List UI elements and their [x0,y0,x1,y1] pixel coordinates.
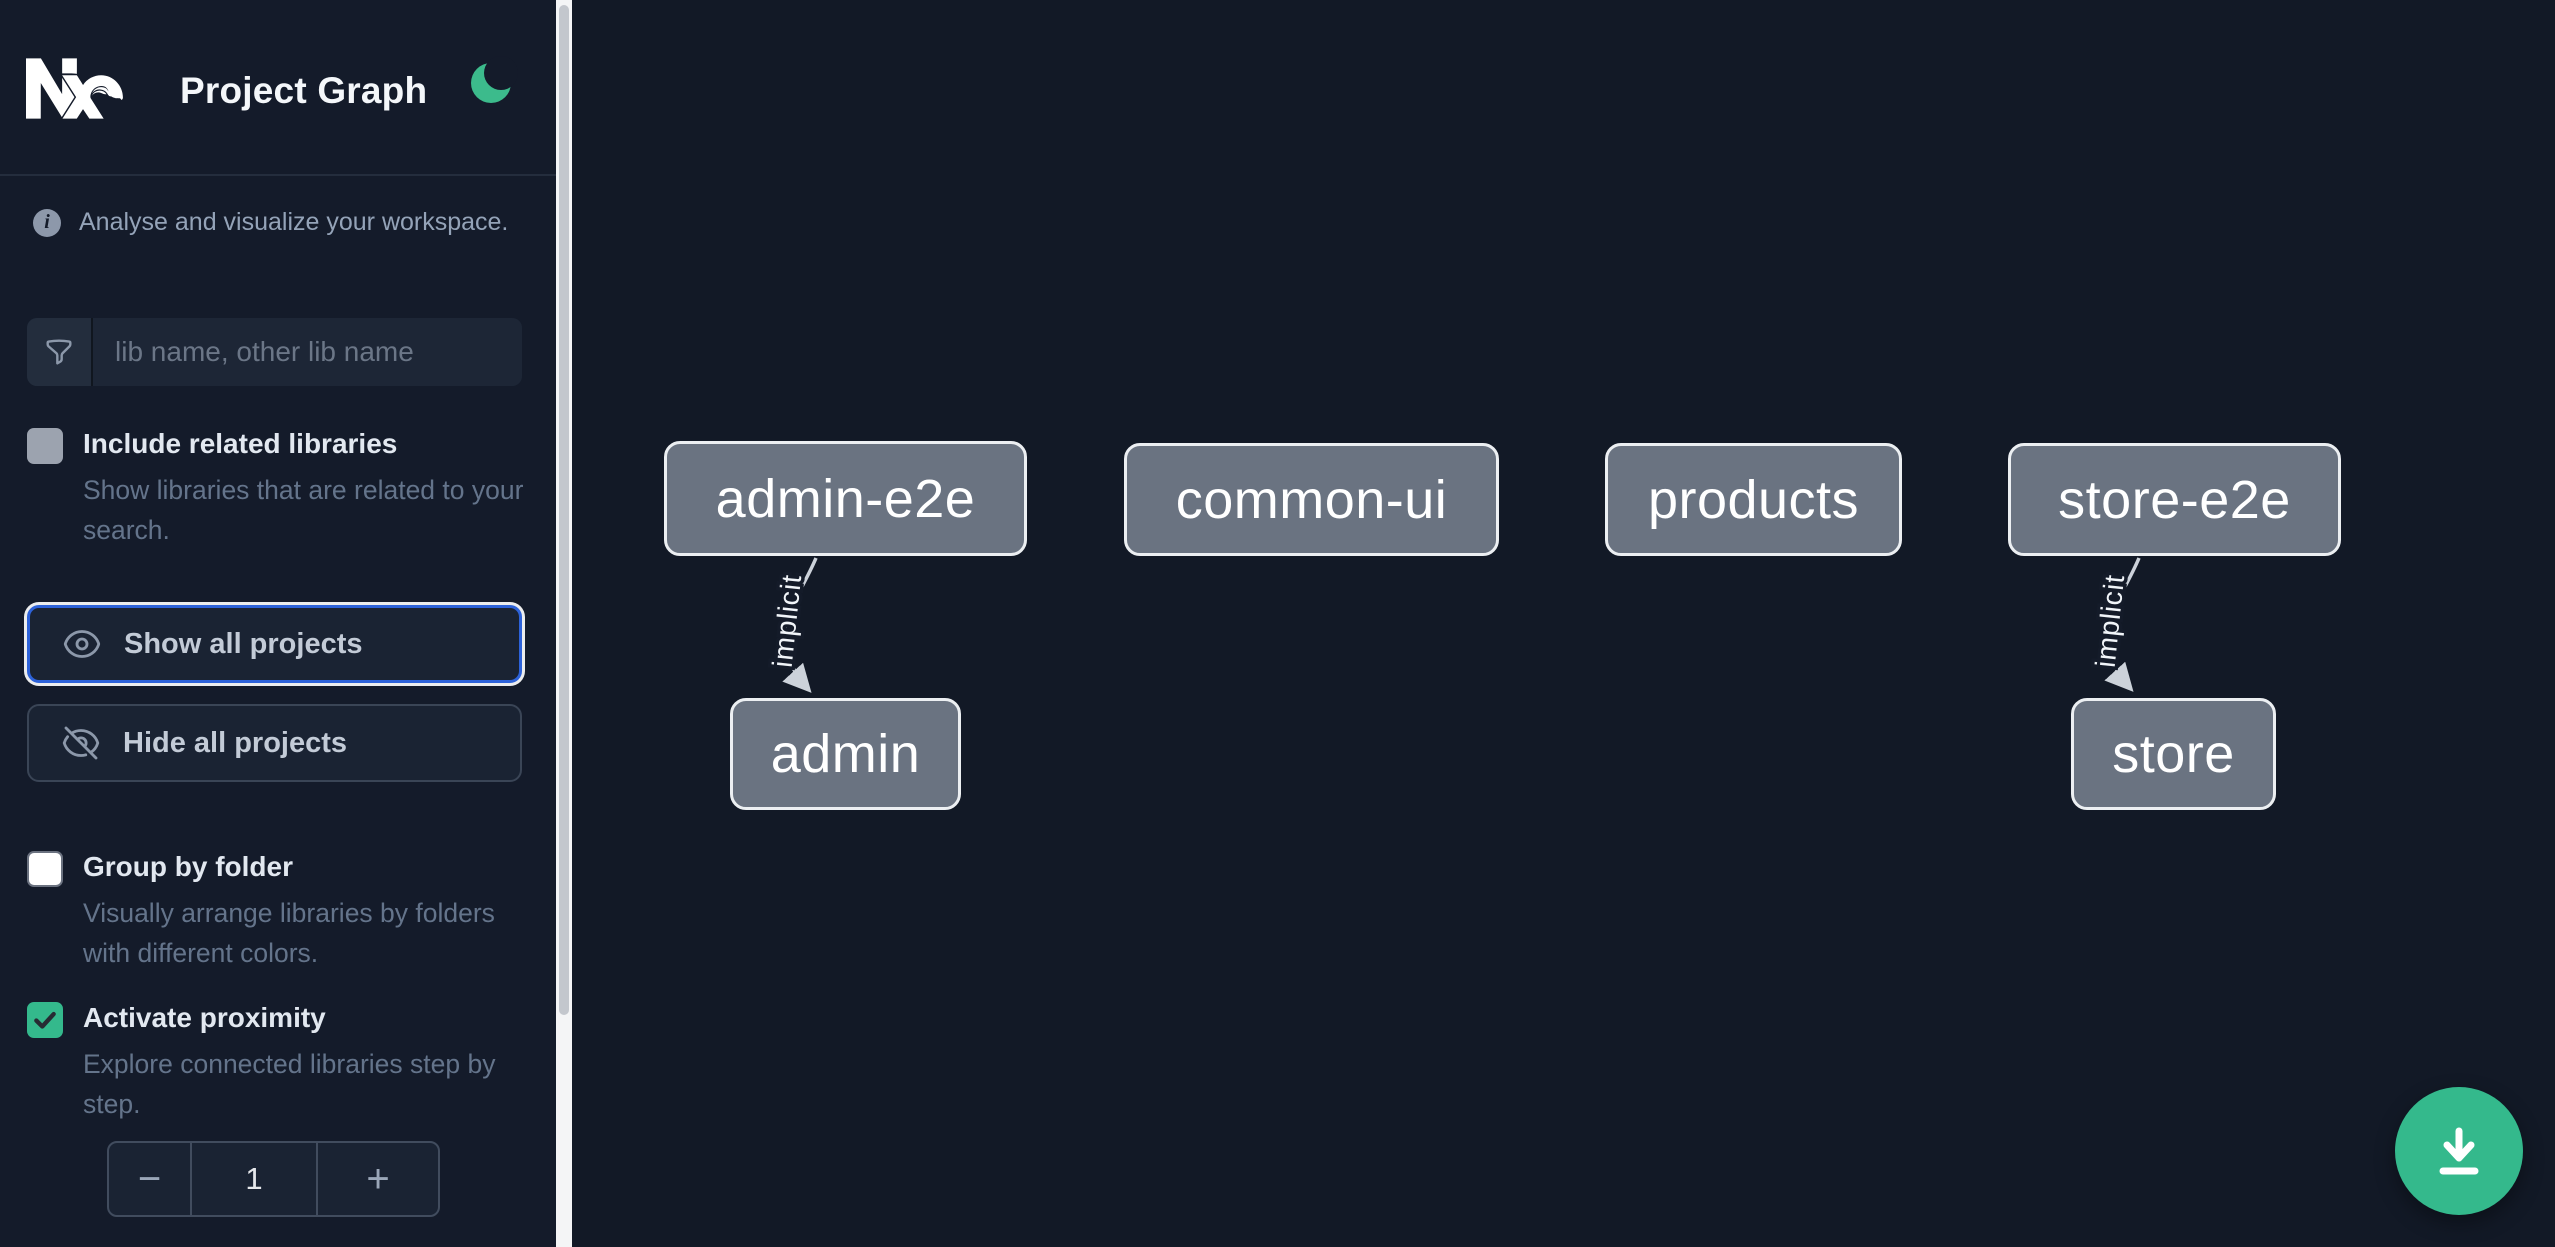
funnel-icon-cell [27,318,93,386]
filter-bar [27,318,522,386]
scrollbar-thumb[interactable] [559,5,569,1015]
hide-all-projects-button[interactable]: Hide all projects [27,704,522,782]
download-graph-button[interactable] [2395,1087,2523,1215]
workspace-info: i Analyse and visualize your workspace. [33,208,508,237]
eye-off-icon [62,726,100,760]
increment-button[interactable]: + [316,1143,438,1215]
option-label[interactable]: Group by folder [83,851,293,882]
show-all-projects-label: Show all projects [124,627,363,660]
tagline: Analyse and visualize your workspace. [79,208,509,236]
proximity-depth-stepper: − 1 + [107,1141,440,1217]
info-icon: i [33,208,61,237]
sidebar-header: Project Graph [0,0,556,176]
hide-all-projects-label: Hide all projects [123,726,348,759]
sidebar-scrollbar[interactable] [556,0,572,1247]
funnel-icon [46,339,72,365]
include-related-checkbox[interactable] [27,428,63,464]
group-by-folder-checkbox[interactable] [27,851,63,887]
graph-node-store-e2e[interactable]: store-e2e [2008,443,2341,556]
option-include-related: Include related libraries Show libraries… [27,426,527,550]
graph-node-common-ui[interactable]: common-ui [1124,443,1499,556]
moon-icon [471,56,518,103]
sidebar: Project Graph i Analyse and visualize yo… [0,0,556,1247]
decrement-button[interactable]: − [109,1143,192,1215]
nx-logo [26,58,123,119]
activate-proximity-checkbox[interactable] [27,1002,63,1038]
option-label[interactable]: Activate proximity [83,1002,326,1033]
option-description: Explore connected libraries step by step… [83,1049,496,1119]
option-description: Show libraries that are related to your … [83,475,524,545]
check-icon [34,1011,56,1029]
graph-edge-store-e2e-store [2104,557,2141,692]
filter-input[interactable] [93,318,522,386]
theme-toggle-button[interactable] [466,56,518,108]
option-group-by-folder: Group by folder Visually arrange librari… [27,849,527,973]
graph-node-admin[interactable]: admin [730,698,961,810]
download-icon [2439,1127,2479,1175]
graph-edge-admin-e2e-admin [782,557,818,693]
graph-node-store[interactable]: store [2071,698,2276,810]
show-all-projects-button[interactable]: Show all projects [27,605,522,683]
option-description: Visually arrange libraries by folders wi… [83,898,495,968]
proximity-depth-value: 1 [245,1161,263,1196]
graph-node-admin-e2e[interactable]: admin-e2e [664,441,1027,556]
option-activate-proximity: Activate proximity Explore connected lib… [27,1000,527,1124]
graph-node-products[interactable]: products [1605,443,1902,556]
option-label[interactable]: Include related libraries [83,428,398,459]
page-title: Project Graph [180,70,428,111]
eye-icon [63,630,101,658]
